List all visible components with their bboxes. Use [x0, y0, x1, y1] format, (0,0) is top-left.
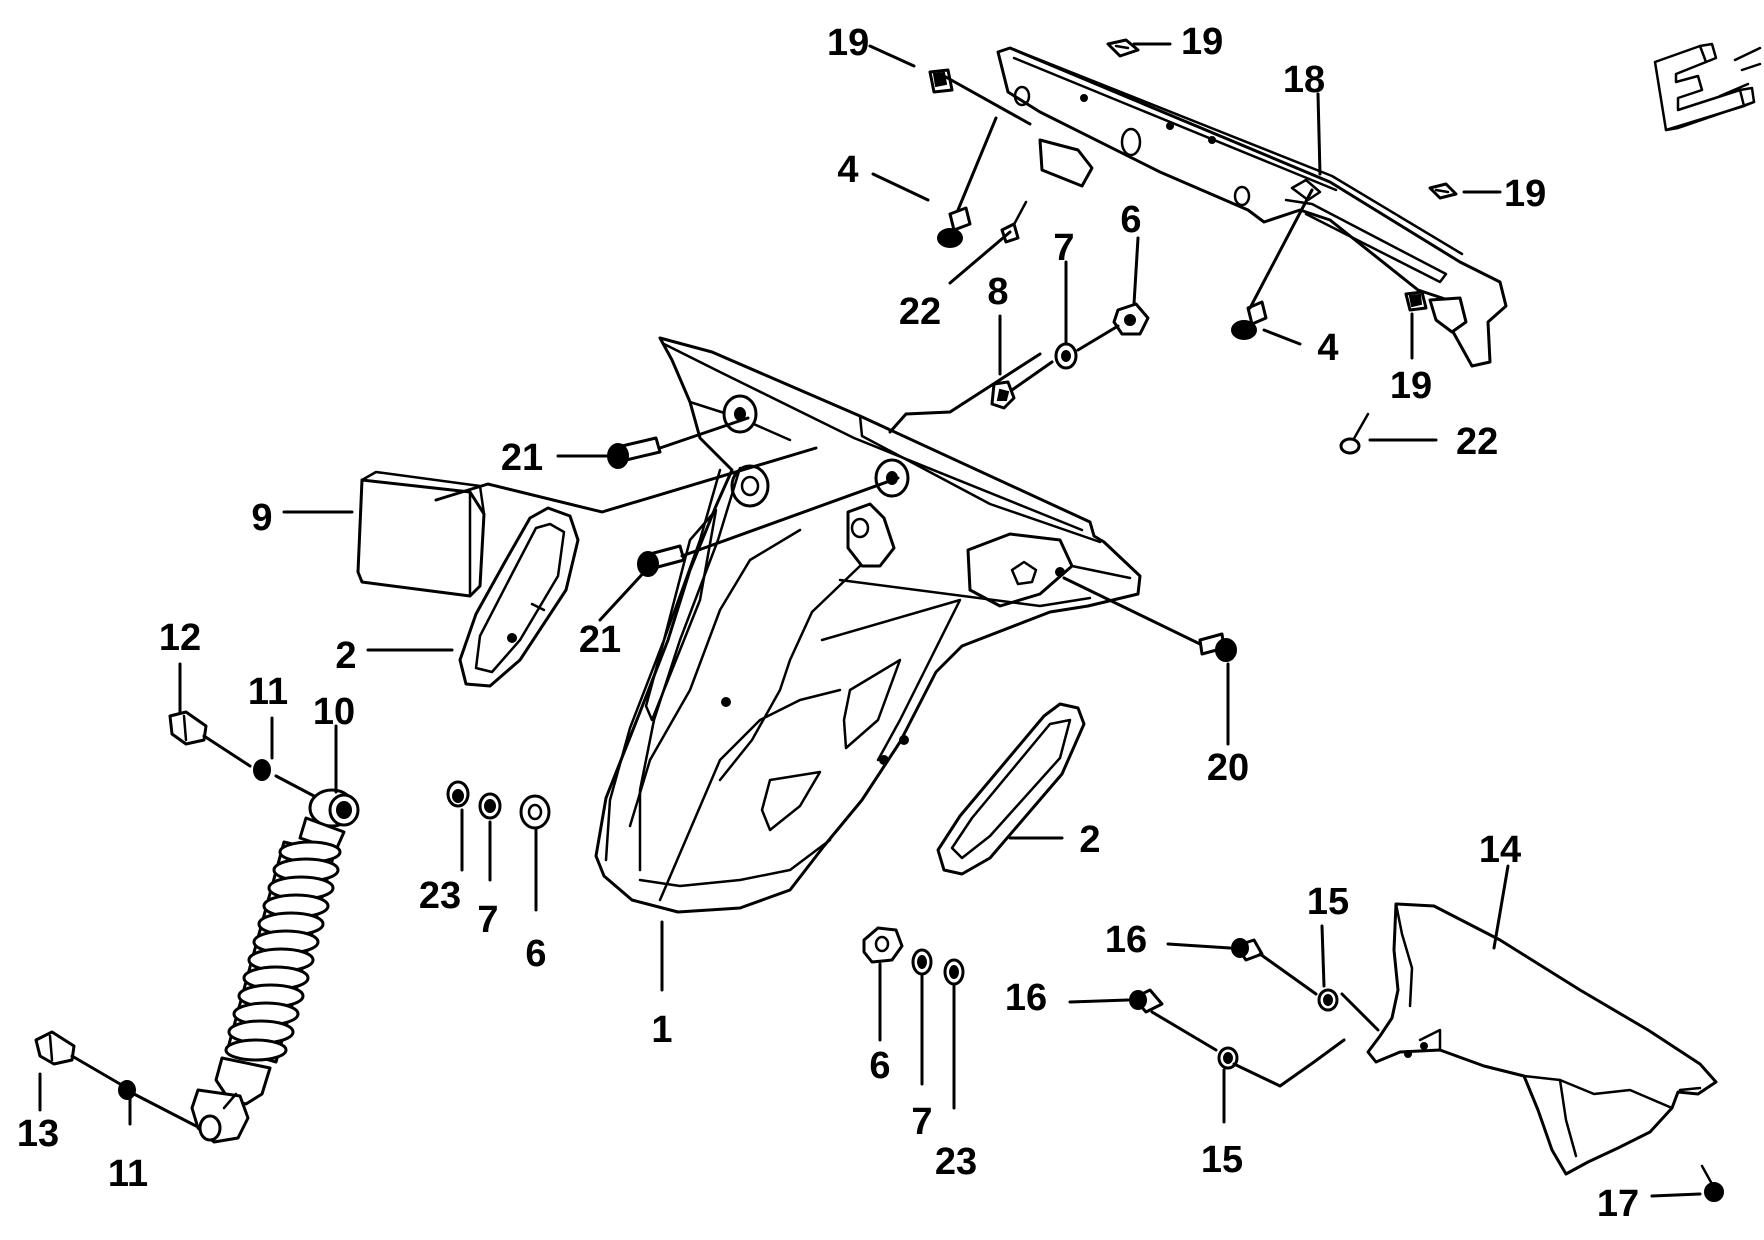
- callout-16: 16: [1005, 977, 1047, 1019]
- callout-6: 6: [1120, 199, 1141, 241]
- callout-6: 6: [525, 933, 546, 975]
- callout-16: 16: [1105, 919, 1147, 961]
- rear-cover-part-14: [1366, 902, 1718, 1176]
- callout-15: 15: [1307, 881, 1349, 923]
- nut-part-15a: [1317, 988, 1339, 1012]
- callout-21: 21: [501, 437, 543, 479]
- callout-labels: 19 19 18 4 22 7 6 8 19 4 19 22 21 9 21 1…: [17, 21, 1639, 1225]
- washer-part-7b: [478, 792, 502, 820]
- nut-part-8: [990, 380, 1016, 410]
- callout-4: 4: [1317, 327, 1338, 369]
- callout-8: 8: [987, 271, 1008, 313]
- pin-part-22b: [1339, 412, 1370, 455]
- rear-fender-part-1: [594, 336, 1142, 914]
- grommet-part-2b: [936, 702, 1086, 876]
- callout-1: 1: [651, 1009, 672, 1051]
- callout-20: 20: [1207, 747, 1249, 789]
- callout-19: 19: [1181, 21, 1223, 63]
- grommet-part-2a: [458, 506, 580, 688]
- bracket-part-18: [996, 46, 1508, 368]
- callout-23: 23: [419, 875, 461, 917]
- callout-22: 22: [899, 291, 941, 333]
- callout-2: 2: [335, 635, 356, 677]
- callout-6: 6: [869, 1045, 890, 1087]
- bolt-part-16b: [1129, 988, 1164, 1014]
- callout-11: 11: [248, 671, 288, 713]
- screw-part-21a: [607, 436, 662, 469]
- bolt-part-12: [168, 710, 208, 746]
- callout-7: 7: [911, 1101, 932, 1143]
- callout-19: 19: [1504, 173, 1546, 215]
- screw-part-20: [1198, 632, 1237, 662]
- callout-23: 23: [935, 1141, 977, 1183]
- callout-19: 19: [827, 22, 869, 64]
- callout-22: 22: [1456, 421, 1498, 463]
- clip-nut-19c: [1428, 182, 1458, 200]
- callout-4: 4: [837, 149, 858, 191]
- shock-absorber-part-10: [190, 788, 360, 1144]
- leader-lines: [38, 42, 1702, 1198]
- nut-part-6c: [862, 926, 904, 964]
- nut-part-23a: [446, 780, 470, 808]
- callout-15: 15: [1201, 1139, 1243, 1181]
- callout-12: 12: [159, 617, 201, 659]
- clip-nut-19d: [1404, 290, 1428, 312]
- washer-part-11a: [253, 759, 271, 781]
- clip-nut-19b: [1106, 38, 1140, 58]
- clip-nut-19a: [928, 68, 954, 94]
- callout-2: 2: [1079, 819, 1100, 861]
- callout-13: 13: [17, 1113, 59, 1155]
- callout-9: 9: [251, 497, 272, 539]
- callout-21: 21: [579, 619, 621, 661]
- callout-7: 7: [477, 899, 498, 941]
- bolt-part-4b: [1231, 300, 1268, 340]
- callout-10: 10: [313, 691, 355, 733]
- nut-part-6a: [1112, 302, 1150, 336]
- callout-19: 19: [1390, 365, 1432, 407]
- callout-7: 7: [1053, 227, 1074, 269]
- nut-part-23b: [943, 958, 965, 986]
- screw-part-21b: [637, 544, 686, 577]
- callout-18: 18: [1283, 59, 1325, 101]
- reflector-part-9: [356, 470, 486, 598]
- bolt-part-16a: [1231, 938, 1264, 962]
- callout-14: 14: [1479, 829, 1521, 871]
- logo-mark: [1653, 42, 1762, 132]
- callout-11: 11: [108, 1153, 148, 1195]
- washer-part-7c: [911, 948, 933, 976]
- washer-part-11b: [118, 1080, 136, 1100]
- nut-part-15b: [1217, 1046, 1239, 1070]
- bolt-part-13: [34, 1030, 76, 1066]
- washer-part-7a: [1054, 342, 1078, 370]
- bolt-part-4a: [937, 206, 972, 248]
- screw-part-17: [1700, 1164, 1724, 1202]
- nut-part-6b: [519, 794, 551, 830]
- callout-17: 17: [1597, 1183, 1639, 1225]
